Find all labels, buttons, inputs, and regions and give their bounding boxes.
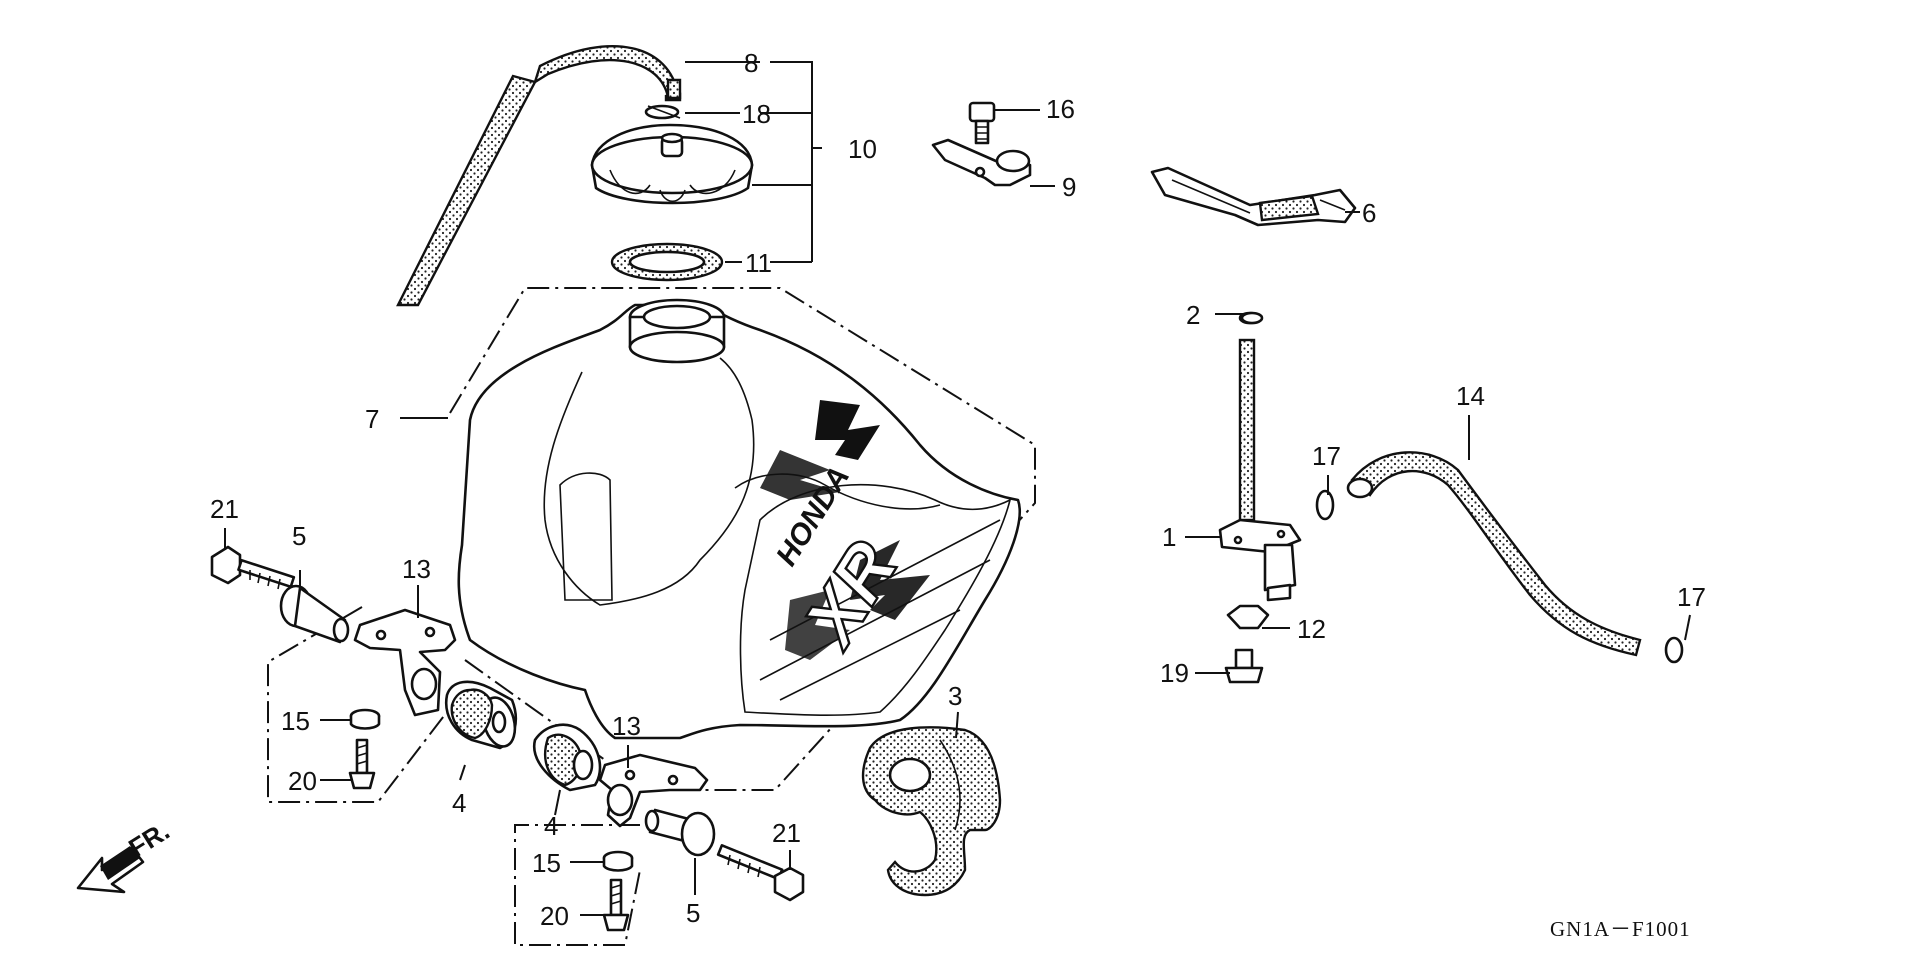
nut-right-icon (602, 850, 634, 872)
fuel-tank-icon: HONDA XR (457, 298, 1022, 740)
collar-right-icon (644, 808, 716, 857)
label-part-18: 18 (742, 99, 771, 129)
nut-left-icon (349, 708, 381, 730)
label-part-20-left: 20 (288, 766, 317, 796)
label-part-14: 14 (1456, 381, 1485, 411)
label-part-21-left: 21 (210, 494, 239, 524)
label-part-15-right: 15 (532, 848, 561, 878)
label-part-10: 10 (848, 134, 877, 164)
washer-icon (1240, 311, 1264, 325)
left-mount-group-outline (267, 606, 451, 803)
fuel-cock-icon (1218, 311, 1302, 602)
collar-left-icon (279, 584, 350, 644)
bolt-icon (968, 101, 996, 145)
part-labels: 8 18 10 11 16 9 6 2 14 17 1 12 19 17 7 3… (210, 48, 1706, 931)
bolt-left-icon (348, 738, 376, 790)
label-part-12: 12 (1297, 614, 1326, 644)
label-part-15-left: 15 (281, 706, 310, 736)
strap-icon (1150, 166, 1357, 227)
label-part-17-upper: 17 (1312, 441, 1341, 471)
screw-icon (1224, 648, 1264, 684)
rubber-left-icon (444, 680, 517, 750)
label-part-21-right: 21 (772, 818, 801, 848)
bolt-right-icon (602, 878, 630, 932)
label-part-2: 2 (1186, 300, 1200, 330)
label-part-1: 1 (1162, 522, 1176, 552)
label-part-4-right: 4 (544, 811, 558, 841)
fuel-cap-icon (590, 123, 754, 205)
hose-clip-icon (1315, 489, 1684, 664)
guard-icon (861, 726, 1002, 897)
label-part-20-right: 20 (540, 901, 569, 931)
label-part-8: 8 (744, 48, 758, 78)
rubber-right-icon (532, 723, 602, 792)
clip-icon (644, 104, 681, 120)
gasket-icon (610, 242, 724, 282)
label-part-19: 19 (1160, 658, 1189, 688)
label-part-11: 11 (745, 248, 772, 278)
fuel-hose-icon (1346, 451, 1642, 657)
bracket-right-icon (598, 753, 709, 828)
bracket-left-icon (353, 608, 457, 717)
leader-lines (224, 61, 1691, 916)
label-part-13-left: 13 (402, 554, 431, 584)
label-part-9: 9 (1062, 172, 1076, 202)
left-mount-link-outline (464, 659, 606, 761)
nut-icon (1226, 604, 1270, 630)
phantom-outlines (267, 287, 1036, 946)
front-arrow-icon: FR. (76, 815, 175, 894)
label-part-4-left: 4 (452, 788, 466, 818)
label-part-3: 3 (948, 681, 962, 711)
label-part-7: 7 (365, 404, 379, 434)
bracket-icon (931, 138, 1032, 187)
mount-bolt-left-icon (210, 545, 296, 590)
drawing-code: GN1A－F1001 (1550, 917, 1691, 941)
breather-tube-icon (396, 45, 682, 307)
right-mount-group-outline (514, 824, 641, 946)
label-part-16: 16 (1046, 94, 1075, 124)
label-part-17-lower: 17 (1677, 582, 1706, 612)
label-part-6: 6 (1362, 198, 1376, 228)
label-part-5-left: 5 (292, 521, 306, 551)
label-part-13-right: 13 (612, 711, 641, 741)
label-part-5-right: 5 (686, 898, 700, 928)
